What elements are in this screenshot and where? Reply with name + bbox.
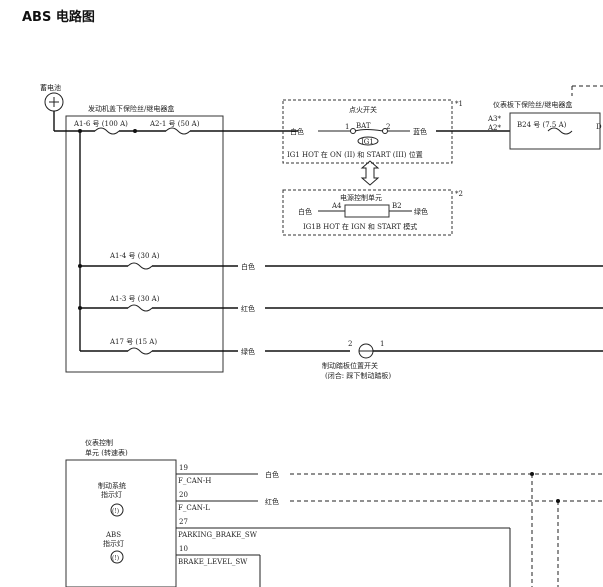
parking-switch-sublabel: (闭合: 踩下制动踏板) — [325, 371, 391, 380]
ignition-switch-contact — [354, 129, 384, 132]
wire-red-label: 红色 — [241, 304, 255, 313]
dash-fuse-box — [509, 112, 601, 150]
brake-lamp-label-2: 指示灯 — [101, 490, 122, 499]
power-control-unit-box — [282, 189, 453, 236]
fuse-a17-icon — [127, 347, 153, 355]
battery-label: 蓄电池 — [40, 83, 61, 92]
engine-fuse-box-label: 发动机盖下保险丝/继电器盒 — [88, 104, 174, 113]
ignition-wire-in: 白色 — [290, 127, 304, 136]
wire-white-label: 白色 — [241, 262, 255, 271]
abs-warning-icon — [110, 550, 124, 564]
page-title: ABS 电路图 — [22, 10, 95, 25]
fuse-a1-3-icon — [127, 304, 153, 312]
fuse-a1-4-label: A1-4 号 (30 A) — [109, 252, 160, 260]
abs-lamp-label-1: ABS — [105, 531, 121, 539]
abs-lamp-glyph: (!) — [112, 555, 119, 562]
engine-fuse-box — [65, 115, 224, 373]
brake-warning-icon — [110, 503, 124, 517]
pin10-signal: BRAKE_LEVEL_SW — [178, 558, 248, 566]
pcu-caption: IG1B HOT 在 IGN 和 START 模式 — [303, 222, 417, 231]
fuse-a1-6-label: A1-6 号 (100 A) — [73, 120, 128, 128]
dash-edge-label: D — [596, 123, 602, 131]
pin20-label: 20 — [179, 491, 188, 499]
brake-lamp-glyph: (!) — [112, 508, 119, 515]
link-arrow-icon — [360, 160, 380, 186]
wire-green-label: 绿色 — [241, 347, 255, 356]
ignition-wire-out: 蓝色 — [413, 127, 427, 136]
pin20-signal: F_CAN-L — [178, 504, 210, 512]
fuse-a1-4-icon — [127, 262, 153, 270]
dash-fuse-box-label: 仪表板下保险丝/继电器盒 — [493, 100, 572, 109]
abs-lamp-label-2: 指示灯 — [103, 539, 124, 548]
fuse-a17-label: A17 号 (15 A) — [109, 338, 157, 346]
ignition-caption: IG1 HOT 在 ON (II) 和 START (III) 位置 — [287, 150, 423, 159]
parking-switch-label: 制动踏板位置开关 — [322, 361, 378, 370]
pcu-wire-in: 白色 — [298, 207, 312, 216]
pin19-wire: 白色 — [265, 470, 279, 479]
power-control-unit-label: 电源控制单元 — [340, 193, 382, 202]
ignition-bat-label: BAT — [356, 122, 371, 130]
pcu-pin-a4: A4 — [331, 202, 342, 210]
fuse-a1-3-label: A1-3 号 (30 A) — [109, 295, 160, 303]
parking-switch-pin1: 1 — [380, 340, 384, 348]
pin27-signal: PARKING_BRAKE_SW — [178, 531, 258, 539]
fuse-b24-label: B24 号 (7.5 A) — [517, 121, 567, 129]
dash-pin-a2: A2* — [487, 124, 502, 132]
dash-pin-a3: A3* — [487, 115, 502, 123]
ignition-ig1-label: IG1 — [361, 138, 374, 146]
pin20-wire: 红色 — [265, 497, 279, 506]
fuse-a1-6-icon — [94, 127, 120, 135]
brake-lamp-label-1: 制动系统 — [98, 481, 126, 490]
gauge-unit-label-1: 仪表控制 — [85, 438, 113, 447]
ignition-switch-label: 点火开关 — [349, 105, 377, 114]
gauge-unit-label-2: 单元 (转速表) — [85, 448, 128, 457]
pin19-label: 19 — [179, 464, 188, 472]
pcu-relay-block — [344, 204, 390, 218]
pin19-signal: F_CAN-H — [178, 477, 211, 485]
pcu-pin-b2: B2 — [392, 202, 402, 210]
pcu-wire-out: 绿色 — [414, 207, 428, 216]
pcu-note-mark: *2 — [455, 190, 463, 198]
ignition-note-mark: *1 — [455, 100, 463, 108]
parking-switch-pin2: 2 — [348, 340, 352, 348]
pin10-label: 10 — [179, 545, 188, 553]
fuse-b24-icon — [547, 127, 573, 135]
fuse-a2-1-icon — [165, 127, 191, 135]
ignition-pin1: 1 — [345, 123, 349, 131]
pin27-label: 27 — [179, 518, 188, 526]
fuse-a2-1-label: A2-1 号 (50 A) — [149, 120, 200, 128]
gauge-unit-box — [65, 459, 177, 587]
ignition-pin2: 2 — [386, 123, 390, 131]
